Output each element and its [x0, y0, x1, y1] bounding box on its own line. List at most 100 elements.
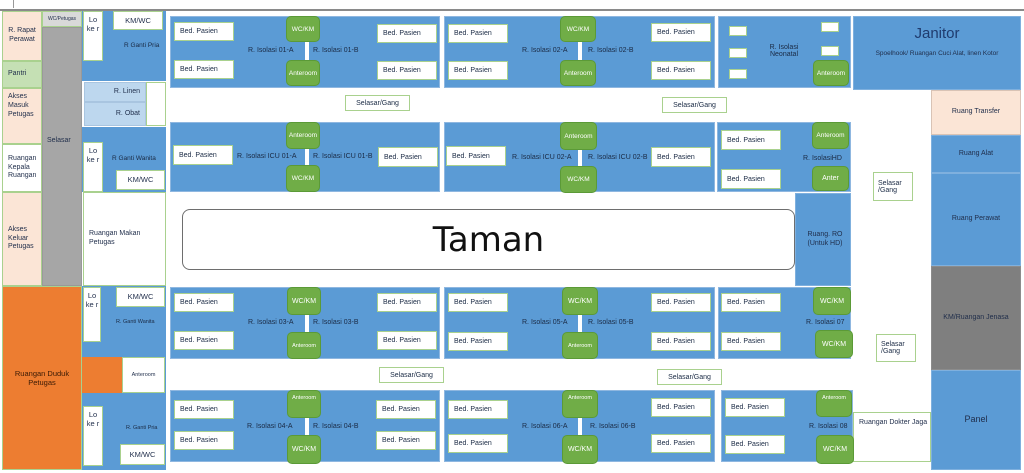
room-ruang-ro: Ruang. RO (Untuk HD): [795, 193, 851, 286]
wc-km-pod: WC/KM: [287, 435, 321, 464]
anteroom-pod: Anteroom: [812, 122, 849, 149]
room-obat: R. Obat: [84, 102, 146, 126]
room-label: Ruangan Duduk Petugas: [14, 368, 70, 387]
bed[interactable]: Bed. Pasien: [174, 431, 234, 450]
bed[interactable]: Bed. Pasien: [651, 147, 711, 167]
bed[interactable]: Bed. Pasien: [377, 61, 437, 80]
bed[interactable]: Bed. Pasien: [721, 332, 781, 351]
bed[interactable]: Bed. Pasien: [651, 293, 711, 312]
incubator: [821, 22, 839, 32]
bed[interactable]: Bed. Pasien: [376, 400, 436, 419]
bed[interactable]: Bed. Pasien: [377, 293, 437, 312]
bed[interactable]: Bed. Pasien: [377, 24, 437, 43]
anteroom-pod: Anteroom: [287, 390, 321, 418]
ward-label: R. Isolasi ICU 01-B: [313, 153, 373, 160]
bed[interactable]: Bed. Pasien: [725, 398, 785, 417]
bed[interactable]: Bed. Pasien: [446, 146, 506, 166]
wc-km-pod: WC/KM: [813, 287, 851, 315]
anteroom-orange: [82, 357, 122, 393]
ward-label: R. Isolasi 07: [806, 319, 845, 326]
bed[interactable]: Bed. Pasien: [377, 331, 437, 350]
anteroom-pod: Anter: [812, 166, 849, 191]
divider: [305, 146, 309, 168]
ward-label: R. Isolasi 04-A: [247, 423, 293, 430]
incubator: [729, 48, 747, 58]
ward-label: R. Isolasi ICU 02-B: [588, 154, 648, 161]
bed[interactable]: Bed. Pasien: [448, 434, 508, 453]
bed[interactable]: Bed. Pasien: [378, 147, 438, 167]
anteroom-pod: Anteroom: [287, 332, 321, 359]
room-blank-1: [146, 82, 166, 126]
bed[interactable]: Bed. Pasien: [651, 332, 711, 351]
bed[interactable]: Bed. Pasien: [725, 435, 785, 454]
bed[interactable]: Bed. Pasien: [651, 398, 711, 417]
bed[interactable]: Bed. Pasien: [174, 60, 234, 79]
room-makan-petugas: Ruangan Makan Petugas: [83, 192, 166, 286]
wc-km-pod: WC/KM: [560, 166, 597, 193]
anteroom-pod: Anteroom: [560, 122, 597, 150]
room-label: Anteroom: [131, 371, 156, 378]
corridor-label: Selasar/Gang: [657, 369, 722, 385]
divider: [578, 146, 582, 168]
ward-label: R. Isolasi 01-B: [313, 47, 359, 54]
bed[interactable]: Bed. Pasien: [174, 293, 234, 312]
room-duduk-petugas: Ruangan Duduk Petugas: [2, 286, 82, 470]
room-akses-keluar: Akses Keluar Petugas: [2, 192, 42, 286]
room-label: Ruang Alat: [958, 149, 994, 157]
divider: [578, 416, 582, 438]
room-label: Lo ke r: [85, 291, 99, 310]
room-label: KM/WC: [125, 15, 151, 25]
bed[interactable]: Bed. Pasien: [174, 331, 234, 350]
r-ganti-wanita-2-label: R. Ganti Wanita: [116, 319, 155, 325]
room-label: Akses Masuk Petugas: [8, 93, 34, 118]
room-ruang-perawat: Ruang Perawat: [931, 173, 1021, 266]
bed[interactable]: Bed. Pasien: [174, 400, 234, 419]
room-rapat-perawat: R. Rapat Perawat: [2, 11, 42, 61]
bed[interactable]: Bed. Pasien: [721, 293, 781, 312]
wc-km-pod: WC/KM: [560, 16, 596, 42]
bed[interactable]: Bed. Pasien: [174, 22, 234, 41]
anteroom-pod: Anteroom: [562, 390, 598, 418]
ward-label: R. Isolasi 03-B: [313, 319, 359, 326]
room-label: R. Rapat Perawat: [8, 27, 36, 43]
bed[interactable]: Bed. Pasien: [651, 61, 711, 80]
room-label: Ruang Perawat: [951, 215, 1001, 223]
bed[interactable]: Bed. Pasien: [721, 169, 781, 189]
bed[interactable]: Bed. Pasien: [651, 23, 711, 42]
ward-label: R. Isolasi 03-A: [248, 319, 294, 326]
room-label: R. Obat: [115, 109, 140, 117]
loker-3: Lo ke r: [83, 287, 101, 342]
bed[interactable]: Bed. Pasien: [448, 332, 508, 351]
ward-label: R. Isolasi 05-B: [588, 319, 634, 326]
bed[interactable]: Bed. Pasien: [448, 293, 508, 312]
room-label: Ruang. RO (Untuk HD): [807, 230, 843, 247]
room-label: KM/WC: [127, 175, 154, 185]
r-ganti-pria-label: R Ganti Pria: [124, 42, 160, 49]
room-label: KM/WC: [129, 449, 156, 459]
bed[interactable]: Bed. Pasien: [448, 24, 508, 43]
bed[interactable]: Bed. Pasien: [376, 431, 436, 450]
km-wc-1: KM/WC: [113, 11, 163, 30]
wc-km-pod: WC/KM: [816, 435, 854, 464]
garden-taman: Taman: [182, 209, 795, 270]
wc-km-pod: WC/KM: [287, 287, 321, 315]
room-label: WC/Petugas: [47, 15, 77, 22]
ward-label: R. Isolasi Neonatal: [769, 44, 799, 58]
anteroom-pod: Anteroom: [560, 60, 596, 86]
bed[interactable]: Bed. Pasien: [448, 61, 508, 80]
ward-label: R. IsolasiHD: [803, 155, 842, 162]
ward-label: R. Isolasi ICU 02-A: [512, 154, 572, 161]
km-wc-3: KM/WC: [116, 287, 165, 307]
bed[interactable]: Bed. Pasien: [448, 400, 508, 419]
bed[interactable]: Bed. Pasien: [721, 130, 781, 150]
room-label: Lo ke r: [86, 146, 100, 165]
divider: [578, 312, 582, 334]
bed[interactable]: Bed. Pasien: [173, 145, 233, 165]
top-border-line: [0, 9, 1024, 11]
ward-label: R. Isolasi 02-B: [588, 47, 634, 54]
r-ganti-pria-2-label: R. Ganti Pria: [126, 425, 158, 431]
bed[interactable]: Bed. Pasien: [651, 434, 711, 453]
incubator: [729, 26, 747, 36]
room-label: KM/WC: [127, 292, 154, 302]
room-ruang-transfer: Ruang Transfer: [931, 90, 1021, 135]
